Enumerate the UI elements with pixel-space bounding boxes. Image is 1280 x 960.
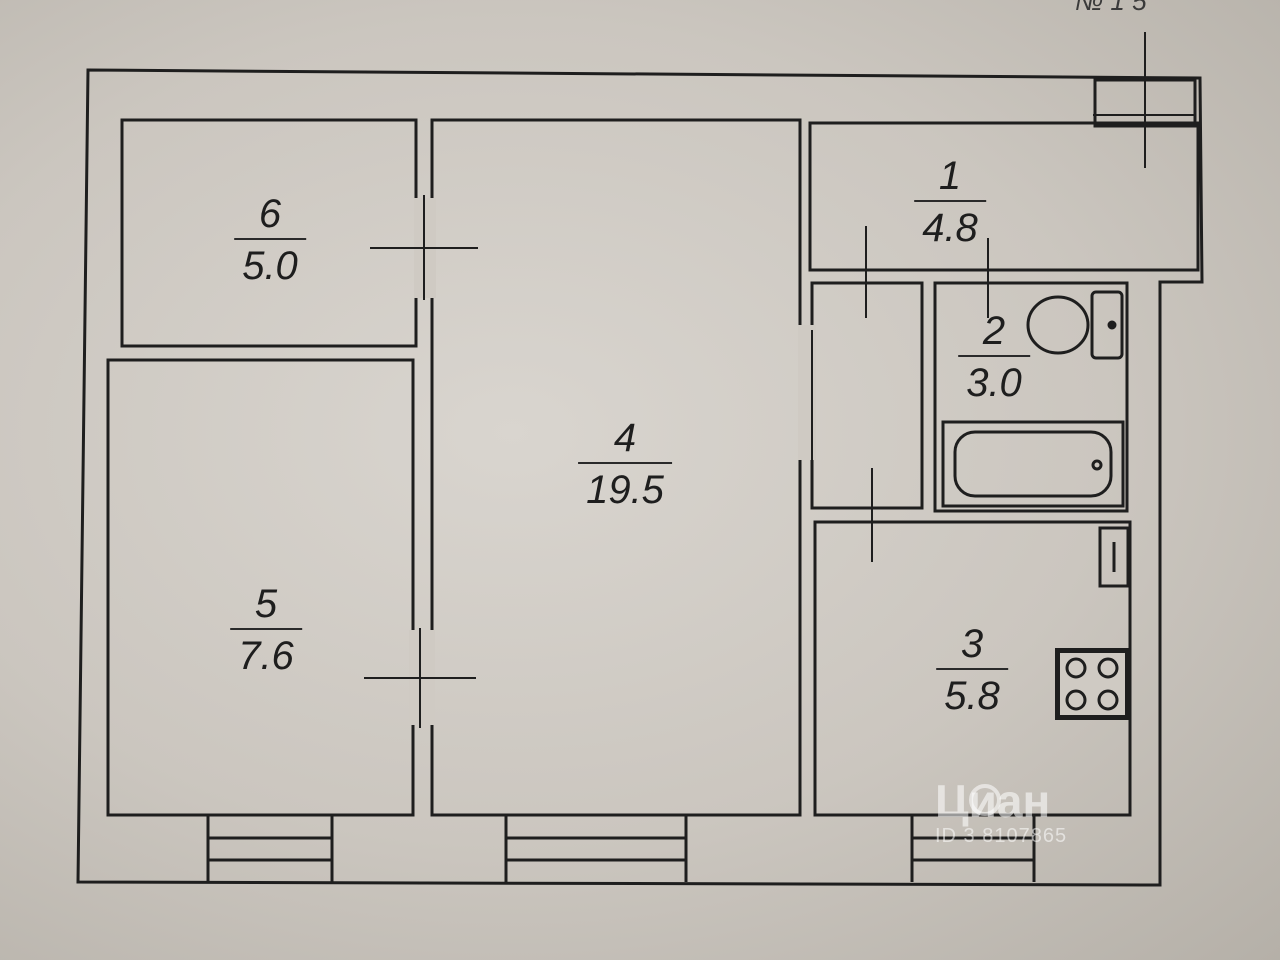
room-number: 3 [960, 622, 984, 666]
stove-icon [1055, 648, 1130, 720]
watermark-id: ID 3 8107865 [935, 825, 1068, 847]
room-label-1: 1 4.8 [914, 156, 986, 248]
window-right [910, 815, 1036, 882]
room-number: 2 [982, 309, 1006, 353]
toilet-icon [1026, 290, 1124, 360]
room-area: 7.6 [230, 628, 302, 676]
window-left [206, 815, 334, 882]
room-area: 4.8 [914, 200, 986, 248]
outer-wall [76, 68, 1204, 887]
watermark: Циан ID 3 8107865 [935, 778, 1067, 846]
room-label-2: 2 3.0 [958, 311, 1030, 403]
room-number: 5 [254, 582, 278, 626]
room-4-outline [430, 118, 802, 817]
corner-text: № 1 5 [1075, 0, 1147, 16]
sink-icon [1098, 526, 1130, 588]
room-2-outline [933, 281, 1129, 513]
room-5-outline [106, 358, 415, 817]
watermark-logo-icon [969, 784, 1001, 816]
room-number: 6 [258, 192, 282, 236]
watermark-brand: Циан [935, 775, 1051, 827]
room-number: 1 [938, 154, 962, 198]
room-label-5: 5 7.6 [230, 584, 302, 676]
window-center [504, 815, 688, 882]
room-label-4: 4 19.5 [578, 418, 672, 510]
room-number: 4 [613, 416, 637, 460]
room-1-outline [808, 121, 1200, 272]
bathtub-icon [941, 420, 1125, 508]
room-label-3: 3 5.8 [936, 624, 1008, 716]
room-area: 3.0 [958, 355, 1030, 403]
room-area: 5.8 [936, 668, 1008, 716]
room-area: 5.0 [234, 238, 306, 286]
room-label-6: 6 5.0 [234, 194, 306, 286]
room-area: 19.5 [578, 462, 672, 510]
